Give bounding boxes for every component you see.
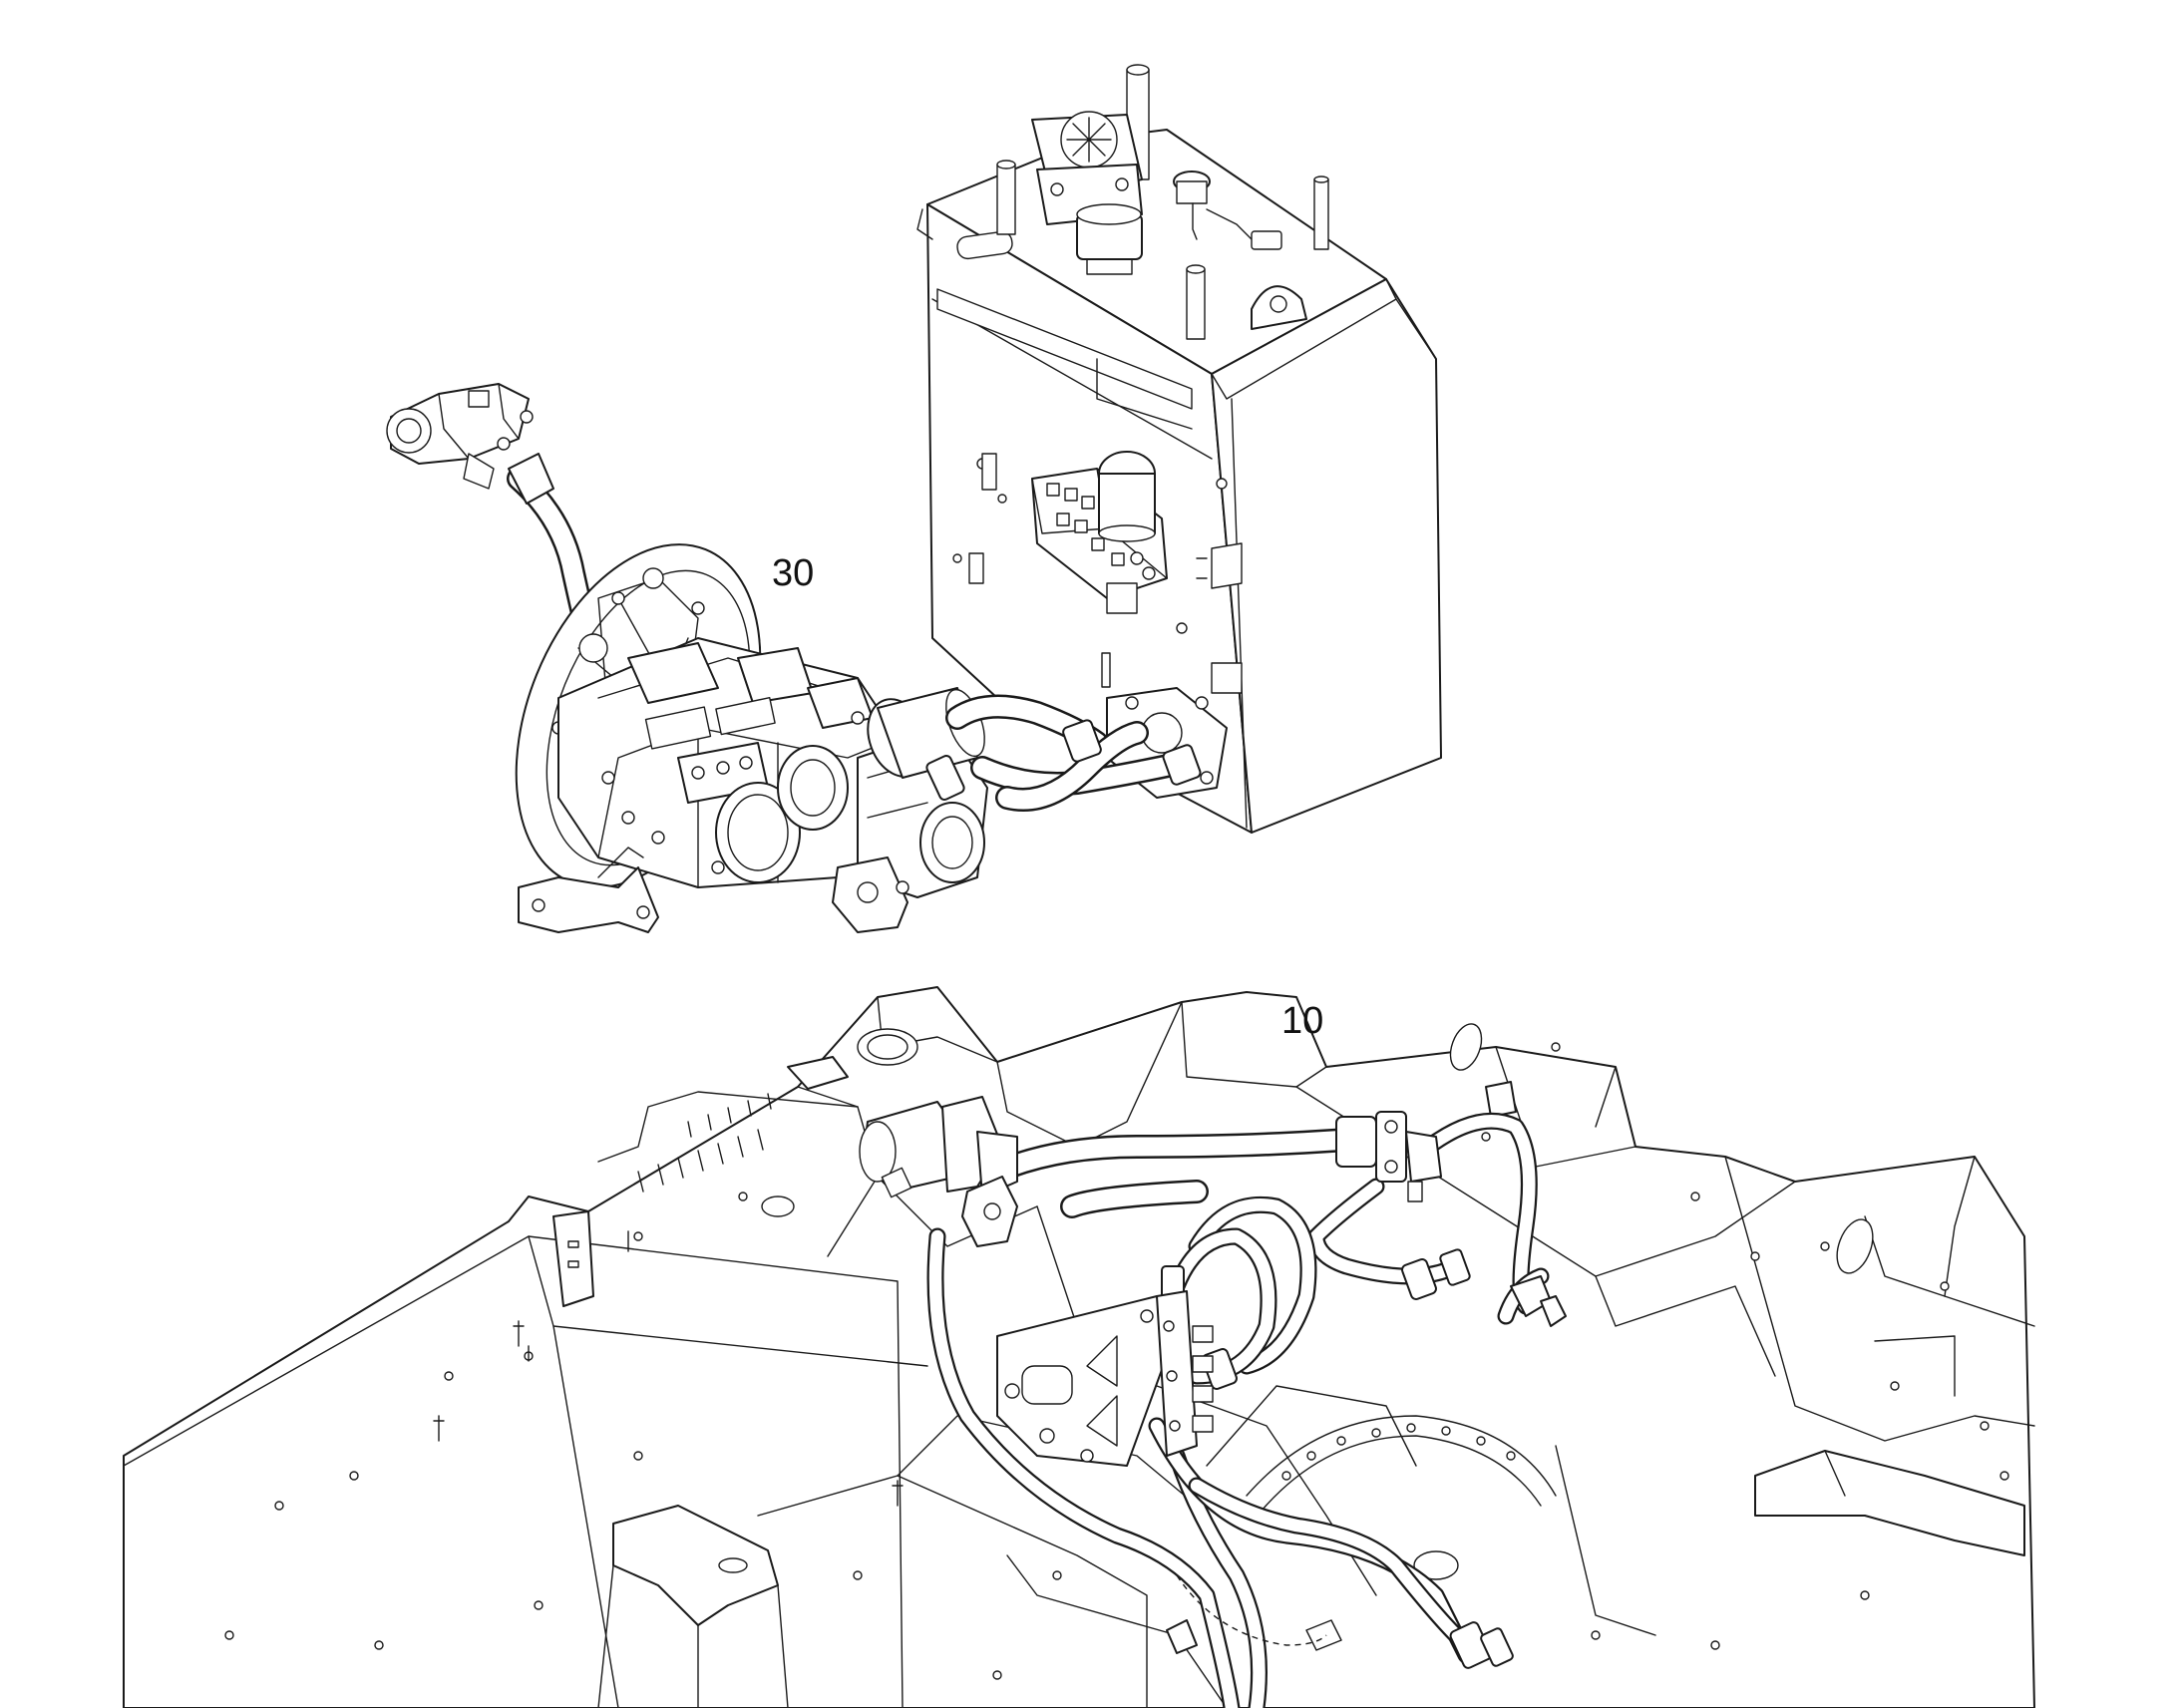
callout-frame-hoses: 10 xyxy=(1281,1000,1323,1042)
pump-tank-hoses xyxy=(925,694,1202,812)
tank-post-icon xyxy=(1186,264,1206,340)
main-pump-body xyxy=(557,637,899,888)
lifting-eye-icon xyxy=(1251,285,1307,330)
breather-icon xyxy=(1076,203,1143,275)
hydraulic-tank xyxy=(916,64,1442,834)
hose-manifold-icon xyxy=(996,1290,1214,1467)
swing-bearing-bolts xyxy=(1281,1423,1516,1481)
stud-row xyxy=(637,1093,772,1193)
accumulator-icon xyxy=(1098,451,1156,614)
callout-pump-assembly: 30 xyxy=(772,552,814,594)
frame-hose-harness xyxy=(859,1096,1567,1708)
tank-post-icon xyxy=(1313,175,1329,250)
pump-assembly xyxy=(386,383,988,933)
tank-post-icon xyxy=(996,160,1016,235)
suction-flange-icon xyxy=(859,1096,1018,1247)
tube-clamp-icon xyxy=(1335,1111,1442,1202)
frame-fasteners xyxy=(224,1042,2009,1680)
frame-bolts xyxy=(433,1230,904,1507)
pump-mounting-bracket xyxy=(518,847,659,933)
pilot-pump-icon xyxy=(386,383,534,490)
level-sensor-icon xyxy=(1173,171,1282,250)
filter-head-icon xyxy=(1031,111,1143,225)
